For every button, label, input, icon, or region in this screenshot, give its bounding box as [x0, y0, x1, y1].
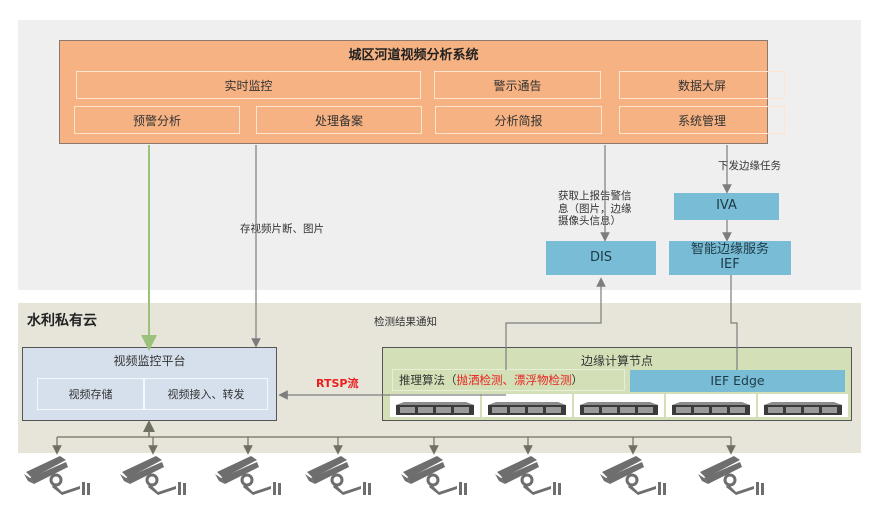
- dispatch-edge-task-label: 下发边缘任务: [718, 160, 781, 172]
- video-storage: 视频存储: [37, 378, 144, 410]
- private-cloud-title: 水利私有云: [27, 313, 97, 329]
- module-warning-analysis[interactable]: 预警分析: [74, 106, 240, 134]
- detection-notice-label: 检测结果通知: [374, 316, 437, 328]
- store-clips-label: 存视频片断、图片: [240, 223, 324, 235]
- arrow-detection-to-dis: [505, 277, 606, 370]
- inference-algorithm: 推理算法（抛洒检测、漂浮物检测）: [392, 369, 625, 391]
- ief-edge: IEF Edge: [630, 370, 845, 392]
- iva-service: IVA: [674, 193, 779, 220]
- module-analysis-brief[interactable]: 分析简报: [435, 106, 602, 134]
- edge-node-title: 边缘计算节点: [580, 354, 653, 368]
- cctv-camera-icon: [399, 454, 469, 502]
- server-icon: [482, 394, 572, 417]
- inference-algos: 抛洒检测、漂浮物检测: [456, 373, 572, 387]
- cctv-camera-icon: [598, 454, 668, 502]
- inference-suffix: ）: [571, 373, 584, 387]
- system-title: 城区河道视频分析系统: [348, 48, 479, 63]
- video-access-forward: 视频接入、转发: [144, 378, 268, 410]
- module-realtime-monitor[interactable]: 实时监控: [76, 71, 421, 99]
- ief-service: 智能边缘服务 IEF: [669, 241, 791, 275]
- server-icon: [758, 394, 848, 417]
- video-monitoring-platform: [22, 347, 277, 421]
- cctv-camera-icon: [493, 454, 563, 502]
- cctv-camera-icon: [696, 454, 766, 502]
- module-alert-notice[interactable]: 警示通告: [434, 71, 601, 99]
- server-icon: [390, 394, 480, 417]
- module-system-mgmt[interactable]: 系统管理: [619, 106, 785, 134]
- server-rack-row: [390, 394, 848, 417]
- rtsp-stream-label: RTSP流: [316, 377, 359, 390]
- cctv-camera-icon: [22, 454, 92, 502]
- camera-row: [0, 452, 881, 511]
- line-ief-to-edge: [730, 275, 738, 370]
- dis-service: DIS: [546, 241, 656, 275]
- module-data-screen[interactable]: 数据大屏: [619, 71, 785, 99]
- video-platform-title: 视频监控平台: [113, 354, 186, 368]
- server-icon: [666, 394, 756, 417]
- cctv-camera-icon: [118, 454, 188, 502]
- cctv-camera-icon: [303, 454, 373, 502]
- cctv-camera-icon: [213, 454, 283, 502]
- video-analysis-system: [59, 40, 768, 144]
- inference-prefix: 推理算法（: [399, 373, 457, 387]
- module-handling-record[interactable]: 处理备案: [256, 106, 422, 134]
- server-icon: [574, 394, 664, 417]
